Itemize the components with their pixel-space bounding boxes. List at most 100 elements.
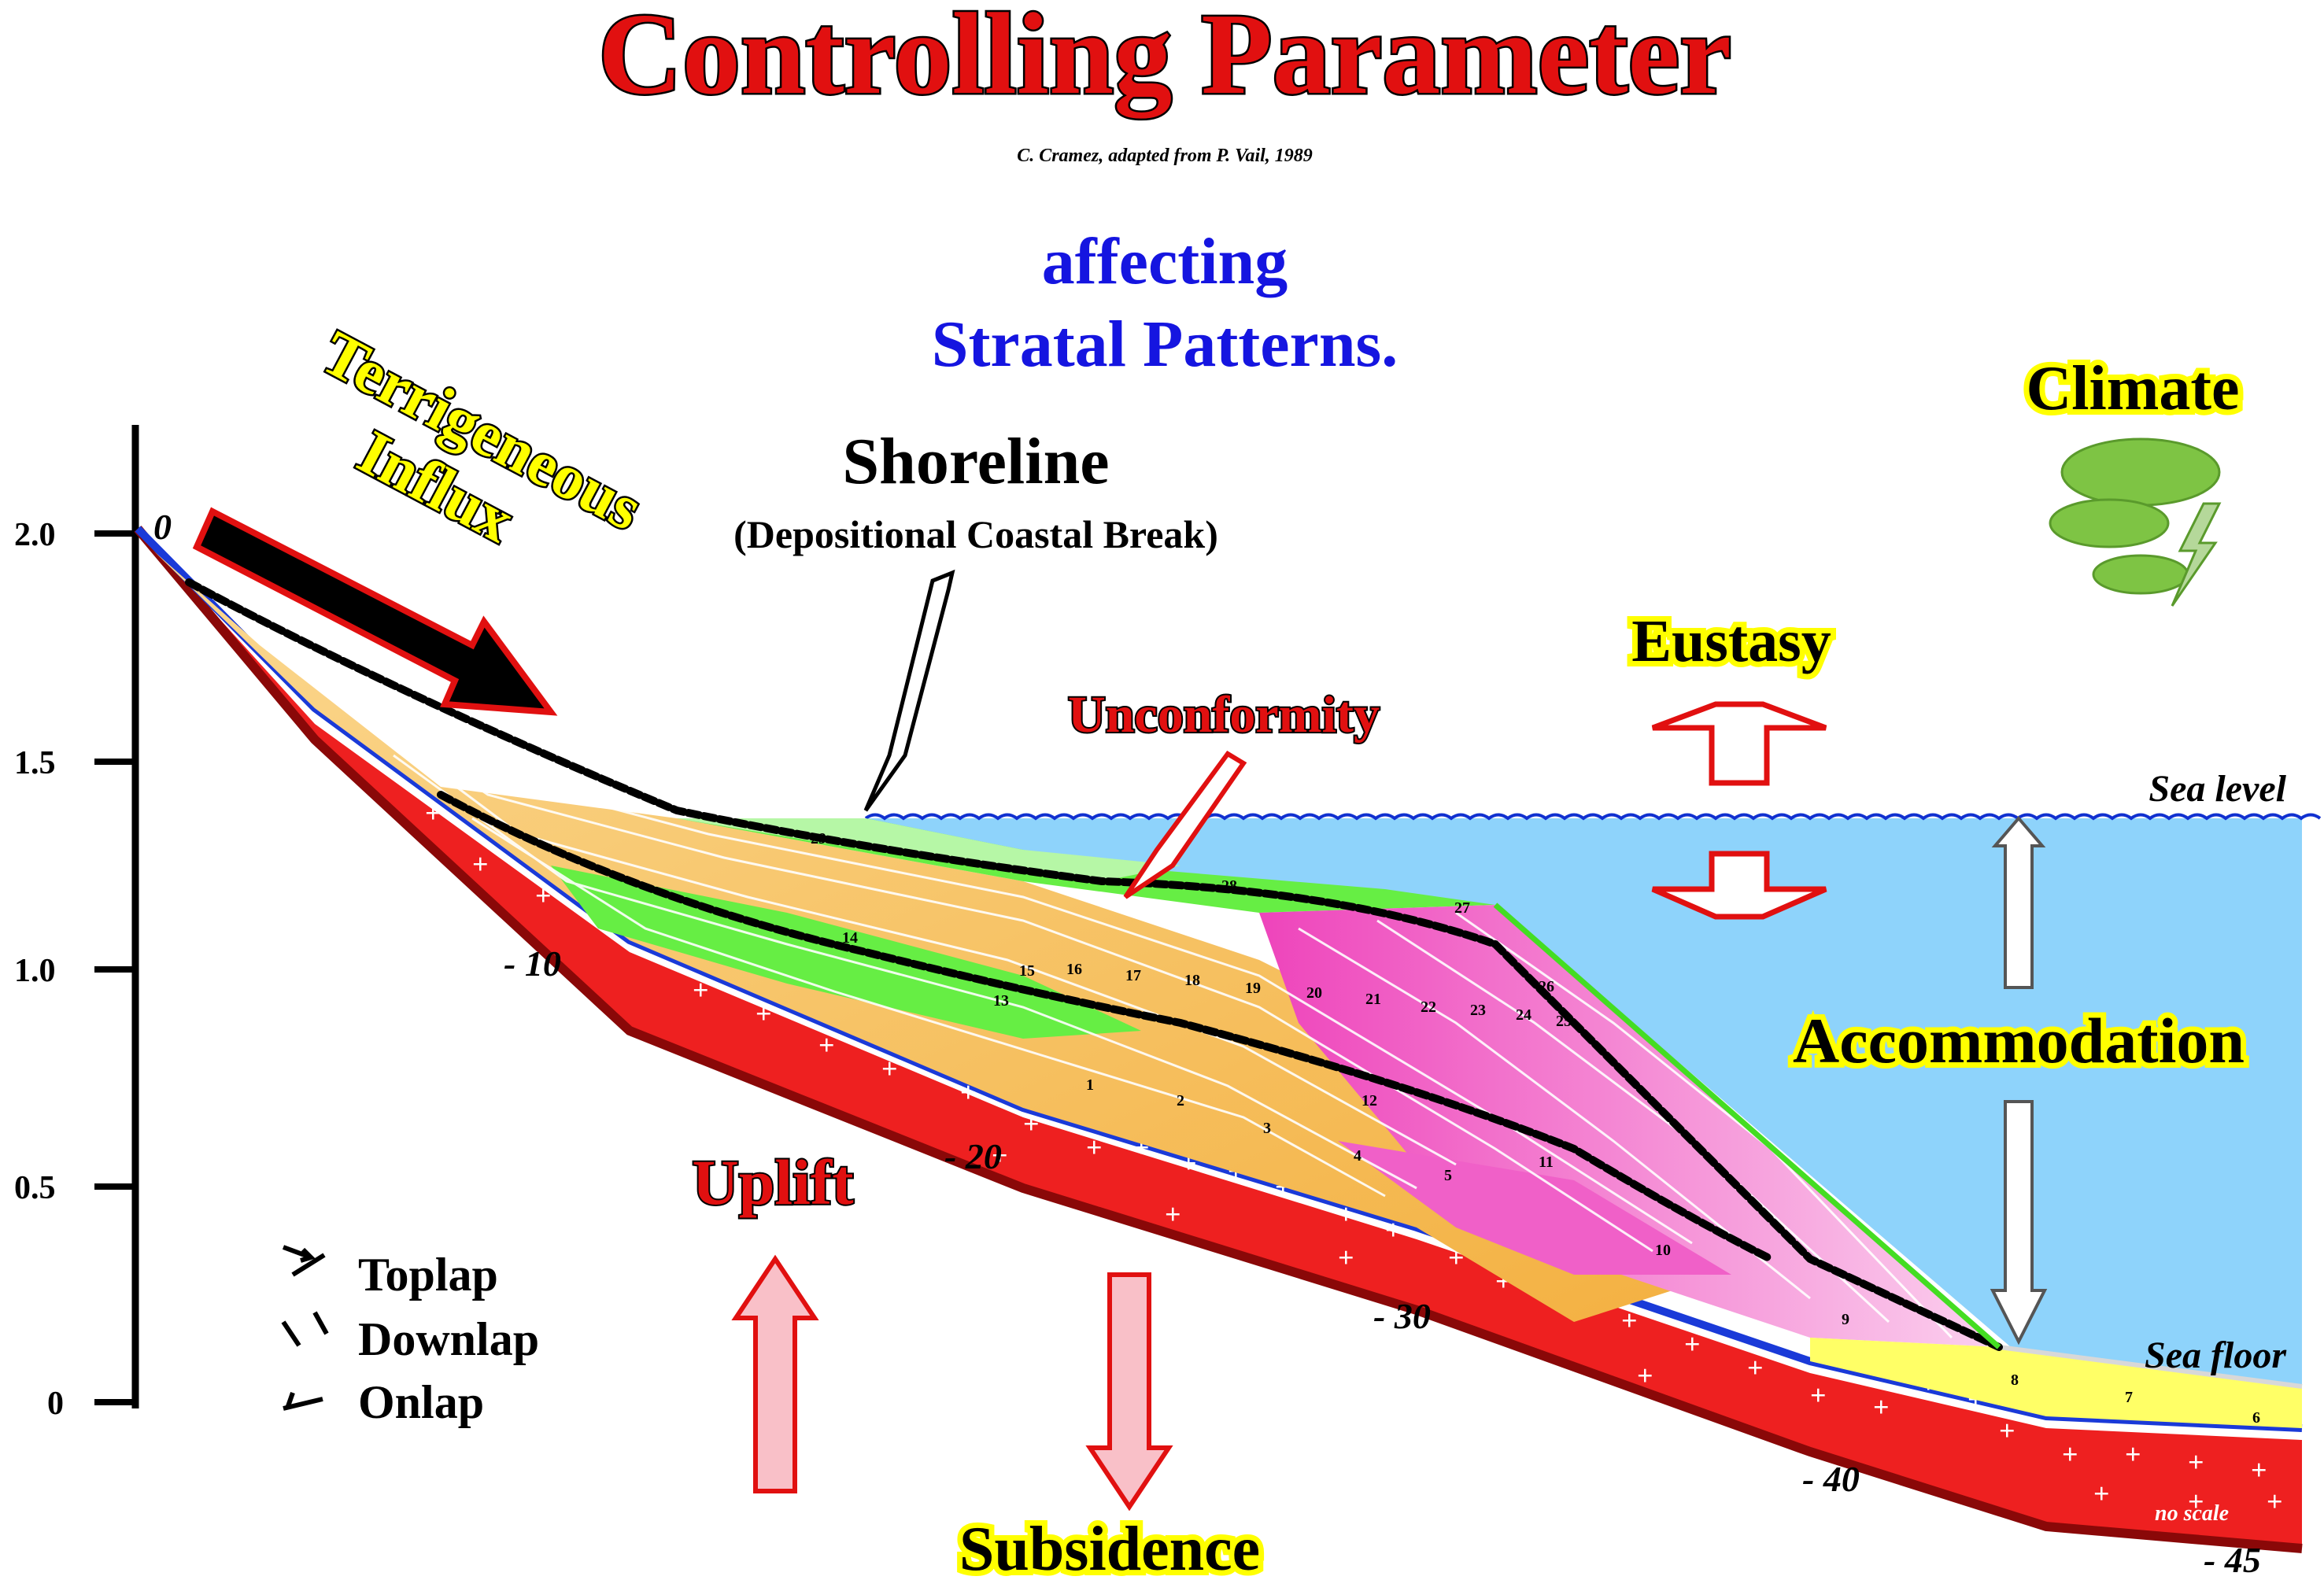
- shelf-edge-green-line: [1493, 903, 2001, 1349]
- sea-floor-label: Sea floor: [2145, 1335, 2287, 1376]
- shoreline-sublabel: (Depositional Coastal Break): [733, 512, 1218, 556]
- seq-label: 4: [1354, 1147, 1362, 1165]
- title-group: Controlling Parameter C. Cramez, adapted…: [597, 0, 1734, 381]
- y-tick-label: 0.5: [14, 1170, 56, 1206]
- subsidence-label: Subsidence: [959, 1515, 1260, 1580]
- svg-text:+: +: [472, 848, 489, 880]
- svg-text:+: +: [1385, 1214, 1402, 1246]
- svg-text:+: +: [756, 998, 772, 1029]
- seq-label: 25: [1556, 1013, 1572, 1030]
- svg-text:+: +: [1999, 1415, 2015, 1446]
- subtitle-line-1: affecting: [1042, 225, 1288, 298]
- sea-level-line: [864, 813, 2322, 821]
- shoreline-label: Shoreline: [842, 425, 1109, 498]
- climate-label: Climate: [2026, 354, 2239, 423]
- eustasy-arrow-down: [1651, 851, 1827, 920]
- depth-labels: 0 - 10 - 20 - 30 - 40 - 45 no scale: [153, 507, 2261, 1580]
- seq-label: 21: [1365, 991, 1381, 1008]
- seq-label: 12: [1362, 1092, 1377, 1109]
- svg-text:+: +: [1873, 1391, 1890, 1423]
- seq-label: 1: [1086, 1076, 1094, 1094]
- seq-label: 2: [1177, 1092, 1184, 1109]
- seq-label: 3: [1263, 1120, 1271, 1137]
- svg-text:+: +: [1023, 1108, 1040, 1139]
- svg-text:+: +: [425, 797, 442, 829]
- svg-text:+: +: [2251, 1454, 2267, 1486]
- seq-label: 15: [1019, 962, 1035, 980]
- sea-floor-line: [1998, 1345, 2303, 1389]
- depth-label-30: - 30: [1373, 1296, 1431, 1336]
- seq-label: 16: [1066, 961, 1082, 978]
- seq-label: 26: [1539, 978, 1554, 995]
- svg-text:+: +: [818, 1029, 835, 1061]
- seq-label: 27: [1454, 899, 1470, 917]
- svg-text:+: +: [1621, 1305, 1638, 1336]
- sequence-number-labels: 1 2 3 4 5 6 7 8 9 10 11 12 13 14 15 16 1…: [811, 830, 2260, 1427]
- seq-label: 24: [1516, 1006, 1531, 1024]
- eustasy-arrow-up: [1651, 701, 1827, 786]
- uplift-label: Uplift: [693, 1146, 854, 1218]
- page-title: Controlling Parameter: [598, 0, 1731, 119]
- svg-text:+: +: [1086, 1131, 1103, 1163]
- sea-water: [866, 818, 2302, 1386]
- svg-text:+: +: [2267, 1486, 2283, 1517]
- svg-text:+: +: [1338, 1242, 1354, 1273]
- onlap-icon: [283, 1392, 323, 1411]
- y-axis: 2.0 1.5 1.0 0.5 0: [14, 425, 139, 1422]
- sea-level-label: Sea level: [2148, 768, 2286, 810]
- svg-text:+: +: [992, 1139, 1008, 1171]
- downlap-icon: [281, 1311, 329, 1347]
- y-tick-label: 1.5: [14, 745, 56, 781]
- unconformity-label: Unconformity: [1068, 686, 1380, 744]
- svg-text:+: +: [1747, 1352, 1764, 1383]
- y-tick-label: 1.0: [14, 953, 56, 989]
- svg-text:+: +: [2125, 1438, 2141, 1470]
- svg-text:+: +: [1684, 1328, 1701, 1360]
- svg-text:+: +: [2188, 1486, 2204, 1517]
- svg-text:+: +: [2188, 1446, 2204, 1478]
- no-scale-label: no scale: [2155, 1501, 2229, 1526]
- basin-floor-yellow: [1810, 1338, 2302, 1428]
- pink-lower: [1338, 1141, 1731, 1275]
- subsidence-arrow: [1085, 1272, 1173, 1512]
- seq-label: 22: [1421, 999, 1436, 1016]
- depth-label-10: - 10: [504, 943, 561, 984]
- y-tick-label: 0: [47, 1386, 64, 1422]
- orange-wedge: [153, 551, 1771, 1322]
- seq-label: 8: [2011, 1371, 2019, 1389]
- seq-label: 6: [2252, 1409, 2260, 1427]
- legend: Toplap Downlap Onlap: [281, 1245, 539, 1428]
- terrigeneous-label: Terrigeneous Influx: [309, 316, 655, 558]
- depth-label-40: - 40: [1802, 1459, 1860, 1499]
- seq-label: 11: [1539, 1154, 1554, 1171]
- svg-text:+: +: [881, 1053, 898, 1084]
- toplap-icon: [282, 1245, 326, 1277]
- seq-label: 10: [1655, 1242, 1671, 1259]
- storm-cloud-icon: [2049, 437, 2222, 607]
- seq-label: 28: [1221, 877, 1237, 895]
- svg-text:+: +: [1637, 1360, 1653, 1391]
- seq-label: 20: [1306, 984, 1322, 1002]
- seq-label: 14: [842, 929, 858, 947]
- credit-text: C. Cramez, adapted from P. Vail, 1989: [1017, 146, 1313, 166]
- svg-text:+: +: [1810, 1379, 1827, 1411]
- depth-label-45: - 45: [2204, 1540, 2261, 1580]
- svg-text:+: +: [2062, 1438, 2078, 1470]
- seq-label: 9: [1842, 1311, 1849, 1328]
- seq-label: 19: [1245, 980, 1261, 997]
- svg-text:+: +: [693, 974, 709, 1006]
- seq-label: 18: [1184, 972, 1200, 989]
- seq-label: 29: [811, 830, 826, 847]
- basement-bottom-edge: [134, 526, 2303, 1553]
- svg-text:+: +: [2093, 1478, 2110, 1509]
- unconformity-pointer-arrow: [1123, 751, 1247, 899]
- seq-label: 13: [993, 992, 1009, 1010]
- seq-label: 17: [1125, 967, 1141, 984]
- subtitle-line-2: Stratal Patterns.: [932, 308, 1398, 381]
- shoreline-pointer-arrow: [863, 569, 955, 812]
- unconformity-lines: [185, 578, 2003, 1351]
- svg-text:+: +: [535, 880, 552, 911]
- seq-label: 23: [1470, 1002, 1486, 1019]
- accommodation-label: Accommodation: [1793, 1005, 2245, 1076]
